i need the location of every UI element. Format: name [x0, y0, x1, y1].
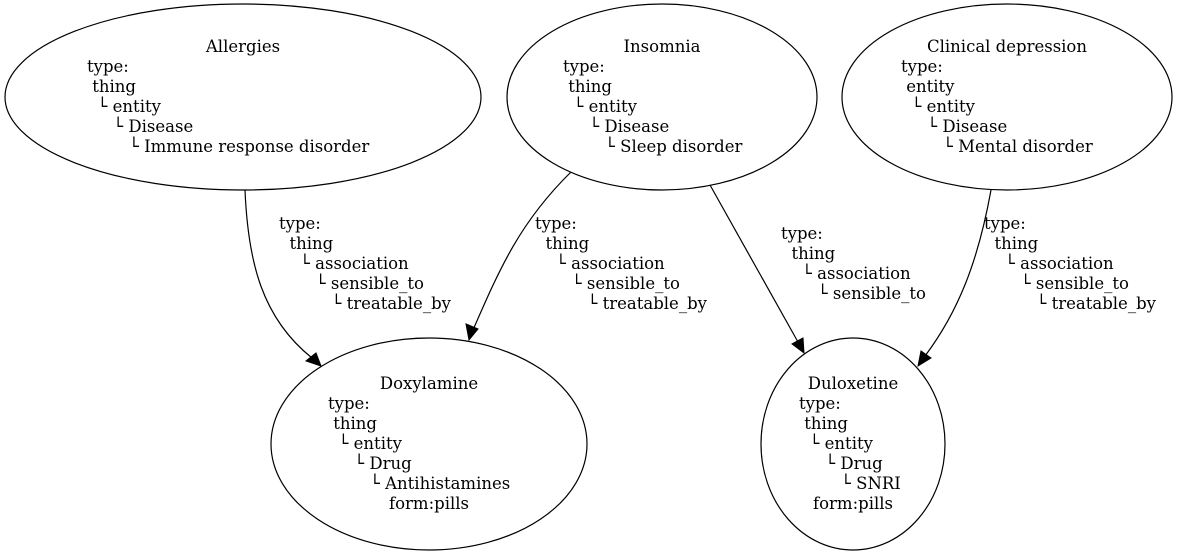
edge-label-text: thing [279, 234, 334, 253]
node-text: └ Disease [563, 116, 669, 136]
node-text: Doxylamine [380, 374, 478, 393]
node-ellipse [760, 337, 946, 551]
node-ellipse [270, 337, 588, 551]
node-text: └ entity [799, 433, 874, 453]
edge-label-text: type: [535, 214, 577, 233]
node-text: Clinical depression [927, 37, 1087, 56]
edge-label-text: type: [984, 214, 1026, 233]
node-ellipse [4, 3, 482, 191]
edge-insomnia-duloxetine [709, 184, 805, 355]
node-duloxetine: Duloxetine type: thing └ entity └ Drug └… [760, 337, 946, 551]
edge-label-text: type: [279, 214, 321, 233]
edge-label-text: └ association [984, 253, 1114, 273]
edge-label-text: └ treatable_by [279, 293, 452, 313]
node-text: └ entity [87, 96, 162, 116]
edge-label-text: └ sensible_to [535, 273, 680, 293]
edge-label-text: type: [781, 224, 823, 243]
node-text: └ Immune response disorder [87, 136, 369, 156]
node-text: thing [799, 414, 848, 433]
node-text: thing [563, 77, 612, 96]
edge-depression-duloxetine [917, 189, 992, 368]
edge-label-insomnia-duloxetine: type: thing └ association └ sensible_to [781, 224, 926, 303]
node-allergies: Allergies type: thing └ entity └ Disease… [4, 3, 482, 191]
edge-label-text: └ association [279, 253, 409, 273]
node-text: type: [563, 57, 605, 76]
node-text: form:pills [389, 494, 469, 513]
edge-label-depression-duloxetine: type: thing └ association └ sensible_to … [984, 214, 1157, 313]
node-text: └ Drug [328, 453, 412, 473]
edge-label-text: └ association [781, 263, 911, 283]
edge-label-text: └ treatable_by [535, 293, 708, 313]
arrow-head [465, 323, 479, 342]
node-clinical-depression: Clinical depression type: entity └ entit… [841, 3, 1173, 191]
node-text: Insomnia [624, 37, 701, 56]
edge-label-text: └ sensible_to [279, 273, 424, 293]
node-text: type: [87, 57, 129, 76]
node-text: └ Antihistamines [328, 473, 510, 493]
node-text: entity [901, 77, 955, 96]
node-text: Allergies [205, 37, 280, 56]
edge-line [244, 189, 313, 359]
edge-label-allergies-doxylamine: type: thing └ association └ sensible_to … [279, 214, 452, 313]
node-text: └ Drug [799, 453, 883, 473]
node-text: └ Disease [87, 116, 193, 136]
edge-label-insomnia-doxylamine: type: thing └ association └ sensible_to … [535, 214, 708, 313]
edge-label-text: thing [984, 234, 1039, 253]
node-ellipse [841, 3, 1173, 191]
node-text: type: [901, 57, 943, 76]
node-text: form:pills [813, 494, 893, 513]
node-text: └ entity [563, 96, 638, 116]
node-text: type: [799, 394, 841, 413]
node-text: └ Disease [901, 116, 1007, 136]
edge-allergies-doxylamine [244, 189, 322, 367]
edge-insomnia-doxylamine [465, 171, 572, 342]
edge-label-text: thing [535, 234, 590, 253]
edge-label-text: └ sensible_to [781, 283, 926, 303]
node-text: thing [87, 77, 136, 96]
edge-line [924, 189, 992, 357]
arrow-head [304, 352, 322, 367]
edge-line [472, 171, 572, 331]
node-text: thing [328, 414, 377, 433]
node-doxylamine: Doxylamine type: thing └ entity └ Drug └… [270, 337, 588, 551]
edge-line [709, 184, 799, 343]
node-ellipse [506, 3, 818, 191]
arrow-head [791, 337, 805, 355]
arrow-head [917, 350, 932, 368]
node-text: └ entity [901, 96, 976, 116]
node-text: └ Mental disorder [901, 136, 1093, 156]
node-text: type: [328, 394, 370, 413]
node-text: └ Sleep disorder [563, 136, 743, 156]
node-insomnia: Insomnia type: thing └ entity └ Disease … [506, 3, 818, 191]
edge-label-text: └ association [535, 253, 665, 273]
node-text: └ entity [328, 433, 403, 453]
edge-label-text: thing [781, 244, 836, 263]
edge-label-text: └ sensible_to [984, 273, 1129, 293]
edge-label-text: └ treatable_by [984, 293, 1157, 313]
node-text: └ SNRI [799, 473, 901, 493]
node-text: Duloxetine [808, 374, 898, 393]
